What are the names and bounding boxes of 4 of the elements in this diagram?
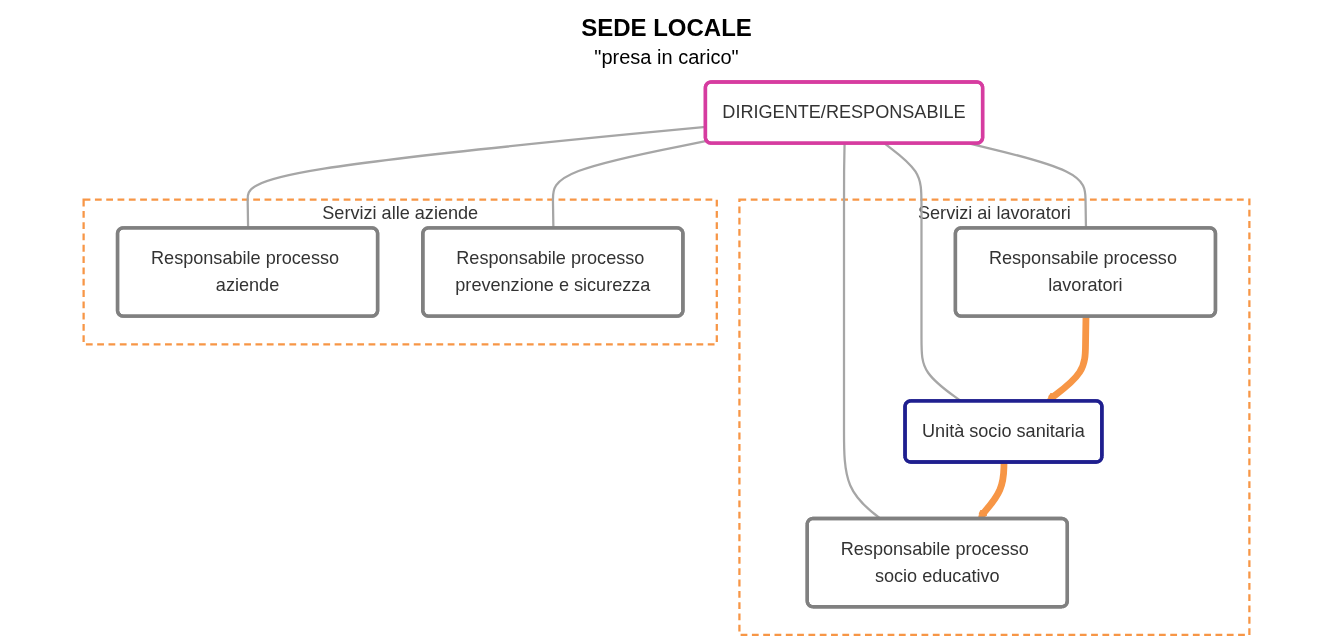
arrow xyxy=(977,462,1008,520)
note-text: "presa in carico" xyxy=(594,46,739,69)
arrow xyxy=(1046,316,1090,402)
diagram-title: SEDE LOCALE xyxy=(581,14,752,42)
